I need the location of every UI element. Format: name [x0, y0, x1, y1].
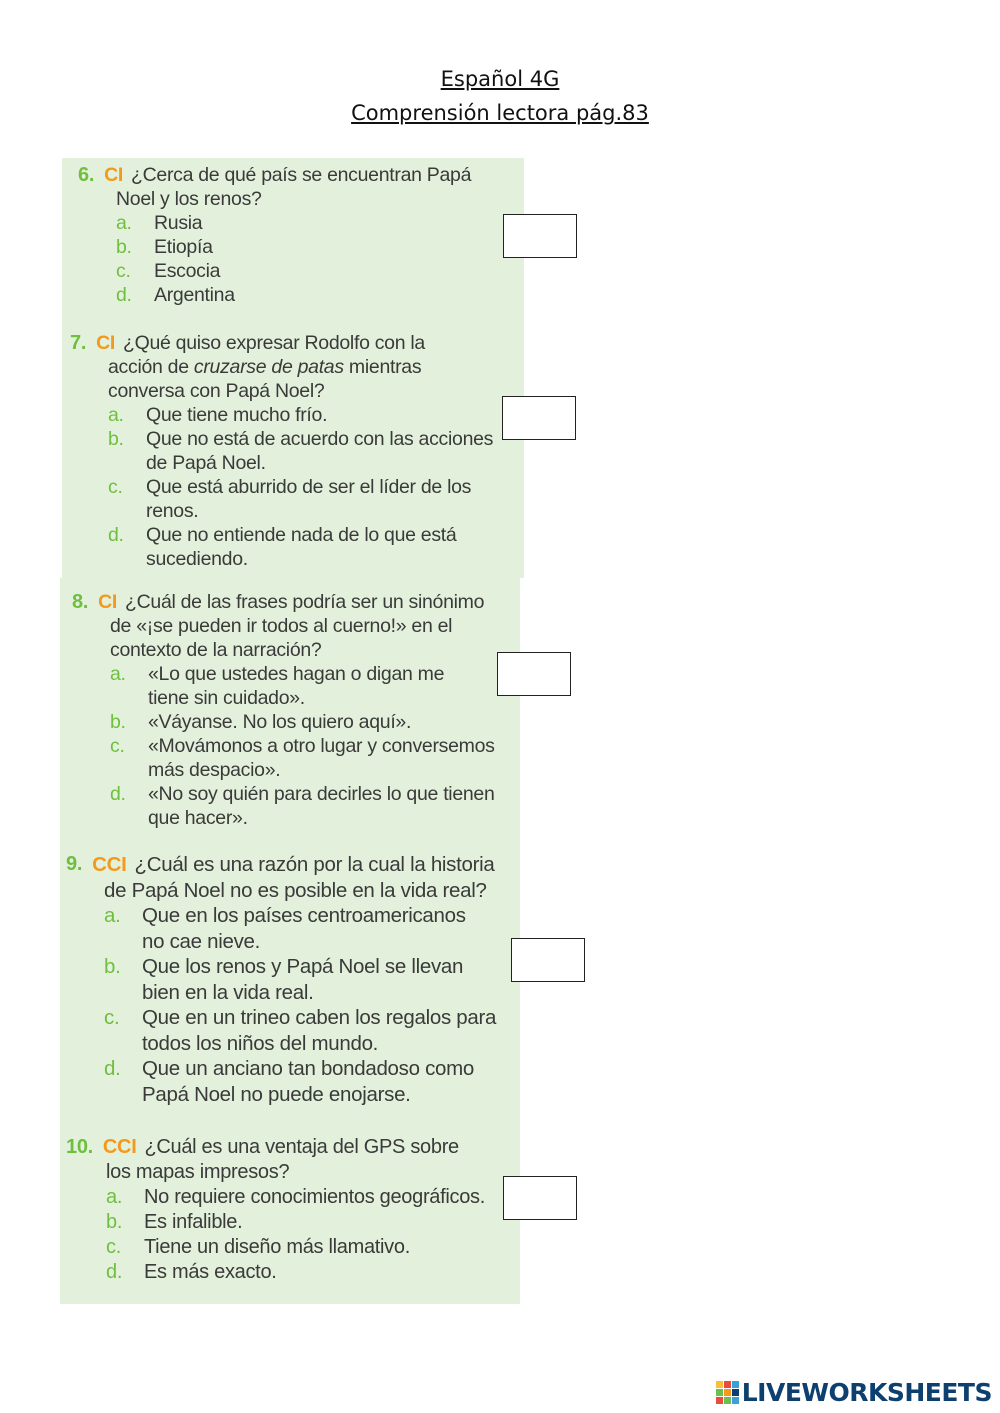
question-panel-bottom — [60, 578, 520, 1304]
answer-box-9[interactable] — [511, 938, 585, 982]
answer-box-10[interactable] — [503, 1176, 577, 1220]
answer-box-6[interactable] — [503, 214, 577, 258]
question-text-line: los mapas impresos? — [106, 1161, 290, 1183]
question-10: 10. CCI ¿Cuál es una ventaja del GPS sobre… — [66, 1135, 485, 1285]
logo-cell — [715, 1380, 723, 1388]
option-b: b.Es infalible. — [106, 1211, 243, 1233]
question-8: 8. CI ¿Cuál de las frases podría ser un si… — [72, 590, 495, 830]
option-c: c.Escocia — [116, 260, 221, 282]
question-text-line: ¿Cerca de qué país se encuentran Papá — [131, 164, 472, 186]
logo-cell — [731, 1396, 739, 1404]
question-number: 7. — [70, 332, 87, 354]
option-c: c.Que en un trineo caben los regalos par… — [104, 1006, 497, 1055]
option-a: a.Que tiene mucho frío. — [108, 404, 328, 426]
option-a: a.No requiere conocimientos geográficos. — [106, 1186, 486, 1208]
option-a: a.Rusia — [116, 212, 203, 234]
logo-cell — [723, 1396, 731, 1404]
question-text-line: acción de cruzarse de patas mientras — [108, 356, 422, 378]
question-text-line: conversa con Papá Noel? — [108, 380, 325, 402]
question-text-line: Noel y los renos? — [116, 188, 262, 210]
question-tag: CCI — [102, 1136, 137, 1158]
logo-cell — [731, 1388, 739, 1396]
question-text-line: ¿Cuál de las frases podría ser un sinóni… — [125, 591, 485, 613]
answer-box-8[interactable] — [497, 652, 571, 696]
option-b: b.Etiopía — [116, 236, 213, 258]
logo-cell — [715, 1388, 723, 1396]
logo-cell — [723, 1388, 731, 1396]
question-7: 7. CI ¿Qué quiso expresar Rodolfo con la a… — [70, 331, 493, 571]
worksheet-subtitle: Comprensión lectora pág.83 — [351, 101, 649, 125]
option-d: d.«No soy quién para decirles lo que tie… — [110, 783, 495, 829]
question-text-line: ¿Cuál es una ventaja del GPS sobre — [144, 1136, 459, 1158]
question-text-line: de «¡se pueden ir todos al cuerno!» en e… — [110, 615, 453, 637]
liveworksheets-logo: LIVEWORKSHEETS — [715, 1377, 993, 1407]
option-c: c.Que está aburrido de ser el líder de l… — [108, 476, 472, 522]
question-6: 6. CI ¿Cerca de qué país se encuentran Pap… — [78, 163, 471, 307]
question-tag: CCI — [92, 853, 127, 876]
option-b: b.Que no está de acuerdo con las accione… — [108, 428, 494, 474]
question-tag: CI — [104, 164, 123, 186]
logo-cell — [723, 1380, 731, 1388]
question-tag: CI — [96, 332, 115, 354]
option-b: b.«Váyanse. No los quiero aquí». — [110, 711, 412, 733]
logo-grid-icon — [715, 1380, 739, 1404]
logo-cell — [715, 1396, 723, 1404]
answer-box-7[interactable] — [502, 396, 576, 440]
worksheet-title: Español 4G — [440, 67, 560, 91]
option-d: d.Argentina — [116, 284, 235, 306]
question-text-line: contexto de la narración? — [110, 639, 322, 661]
question-number: 6. — [78, 164, 95, 186]
question-text-line: de Papá Noel no es posible en la vida re… — [104, 878, 487, 902]
option-c: c.Tiene un diseño más llamativo. — [106, 1236, 410, 1258]
question-9: 9. CCI ¿Cuál es una razón por la cual la h… — [66, 852, 496, 1107]
question-text-line: ¿Qué quiso expresar Rodolfo con la — [123, 332, 425, 354]
question-panel-top — [62, 158, 524, 578]
logo-text: LIVEWORKSHEETS — [741, 1377, 993, 1407]
question-number: 10. — [66, 1136, 93, 1158]
option-d: d.Es más exacto. — [106, 1261, 277, 1283]
question-text-line: ¿Cuál es una razón por la cual la histor… — [134, 853, 495, 876]
worksheet-header: Español 4G Comprensión lectora pág.83 — [0, 62, 1000, 130]
question-tag: CI — [98, 591, 117, 613]
question-number: 8. — [72, 591, 89, 613]
question-number: 9. — [66, 853, 83, 875]
logo-cell — [731, 1380, 739, 1388]
